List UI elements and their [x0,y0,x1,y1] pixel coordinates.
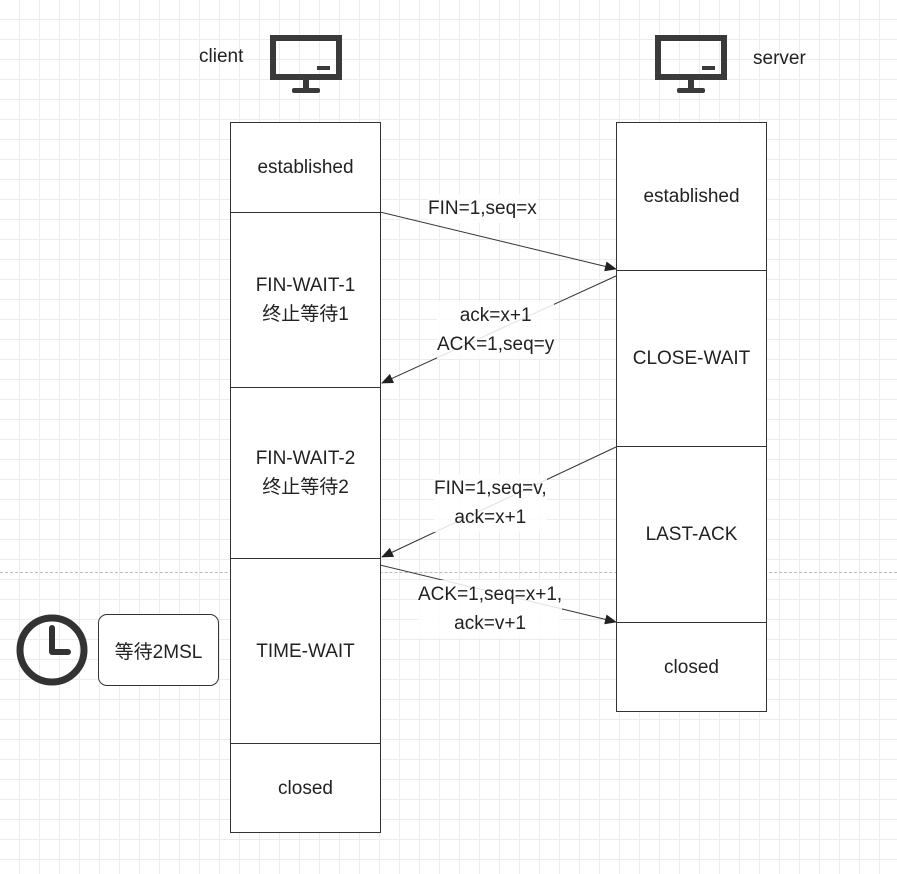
client-state-fin-wait-1: FIN-WAIT-1 终止等待1 [231,213,380,388]
state-name: CLOSE-WAIT [632,348,751,369]
client-state-established: established [231,123,380,213]
arrow-fin1 [379,211,617,272]
state-name: closed [278,777,333,799]
server-label: server [753,48,806,69]
clock-icon [16,614,88,686]
server-state-closed: closed [617,623,766,711]
client-monitor-icon [270,35,342,93]
message-label-fin1: FIN=1,seq=x [428,194,537,223]
client-state-column: established FIN-WAIT-1 终止等待1 FIN-WAIT-2 … [230,122,381,833]
state-subtitle: 终止等待2 [262,477,349,498]
state-name: established [257,157,354,178]
message-line: FIN=1,seq=v, [434,478,547,499]
server-monitor-icon [655,35,727,93]
message-label-fin2: FIN=1,seq=v, ack=x+1 [434,474,547,532]
client-state-fin-wait-2: FIN-WAIT-2 终止等待2 [231,388,380,559]
server-state-column: established CLOSE-WAIT LAST-ACK closed [616,122,767,712]
message-line: ACK=1,seq=y [437,334,555,355]
message-line: ack=x+1 [459,305,532,326]
message-line: ACK=1,seq=x+1, [418,584,563,605]
message-label-ack1: ack=x+1 ACK=1,seq=y [437,301,555,359]
server-state-last-ack: LAST-ACK [617,447,766,623]
state-subtitle: 终止等待1 [262,304,349,325]
client-label: client [199,46,244,67]
state-name: TIME-WAIT [256,640,355,662]
client-state-closed: closed [231,744,380,832]
timer-label: 等待2MSL [114,641,203,663]
server-state-close-wait: CLOSE-WAIT [617,271,766,447]
state-name: closed [664,656,719,678]
state-name: established [643,186,740,207]
state-name: LAST-ACK [645,524,738,545]
client-state-time-wait: TIME-WAIT [231,559,380,744]
dashed-guide-line [0,572,897,573]
message-label-ack2: ACK=1,seq=x+1, ack=v+1 [418,580,563,638]
server-state-established: established [617,123,766,271]
state-name: FIN-WAIT-2 [255,448,356,469]
state-name: FIN-WAIT-1 [255,275,356,296]
message-line: FIN=1,seq=x [428,198,537,219]
timer-note: 等待2MSL [98,614,219,686]
message-line: ack=v+1 [454,613,526,634]
message-line: ack=x+1 [454,507,527,528]
